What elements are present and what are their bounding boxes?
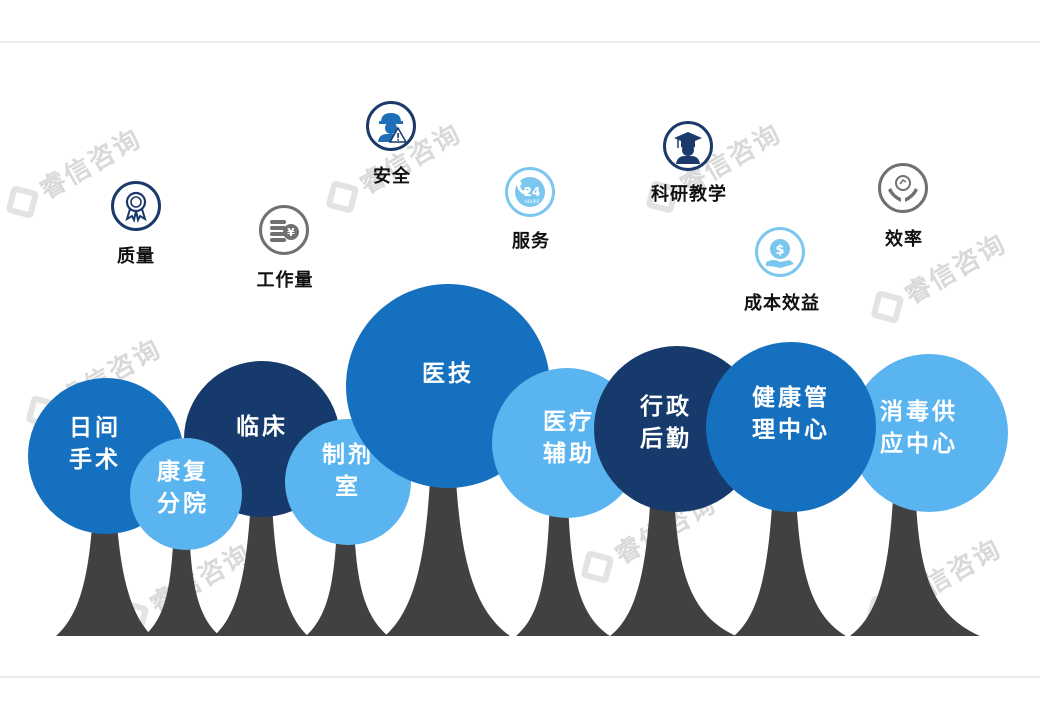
department-label-day-surgery: 日间 手术	[69, 414, 121, 473]
svg-text:HOURS: HOURS	[525, 199, 540, 204]
department-label-clinical: 临床	[236, 413, 288, 440]
department-label-medtech: 医技	[422, 360, 474, 387]
award-ribbon-icon	[111, 181, 161, 231]
trunk-rehab	[144, 510, 220, 636]
department-label-pharmacy: 制剂 室	[322, 441, 374, 500]
trunk-medtech	[385, 408, 510, 636]
canopy-rehab: 康复 分院	[130, 438, 242, 550]
department-label-sterile: 消毒供 应中心	[880, 398, 958, 457]
trunk-health-mgmt	[734, 442, 846, 636]
indicator-label-service: 服务	[512, 231, 550, 252]
trunk-sterile	[850, 452, 980, 636]
svg-text:¥: ¥	[287, 226, 295, 239]
bottom-divider	[0, 676, 1040, 678]
department-label-health-mgmt: 健康管 理中心	[752, 384, 830, 443]
dollar-coin-hand-icon: $	[755, 227, 805, 277]
department-label-med-aux: 医疗 辅助	[543, 408, 595, 467]
indicator-label-safety: 安全	[373, 166, 411, 187]
canopy-sterile: 消毒供 应中心	[850, 354, 1008, 512]
canopy-health-mgmt: 健康管 理中心	[706, 342, 876, 512]
trunk-admin	[610, 442, 736, 636]
department-label-admin: 行政 后勤	[640, 393, 692, 452]
coin-stack-yen-icon: ¥	[259, 205, 309, 255]
indicator-label-cost: 成本效益	[744, 293, 820, 314]
graduate-icon	[663, 121, 713, 171]
indicator-label-quality: 质量	[117, 246, 155, 267]
svg-text:24: 24	[524, 185, 541, 199]
department-label-rehab: 康复 分院	[157, 458, 209, 517]
top-divider	[0, 41, 1040, 43]
trunk-pharmacy	[306, 505, 388, 636]
trunk-med-aux	[516, 476, 610, 636]
hands-gauge-icon	[878, 163, 928, 213]
trunk-clinical	[214, 452, 308, 636]
indicator-label-workload: 工作量	[256, 270, 314, 291]
trunk-day-surgery	[56, 445, 152, 636]
indicator-label-research: 科研教学	[651, 184, 727, 205]
indicator-label-efficiency: 效率	[885, 229, 923, 250]
svg-text:$: $	[775, 243, 784, 258]
worker-warning-icon	[366, 101, 416, 151]
